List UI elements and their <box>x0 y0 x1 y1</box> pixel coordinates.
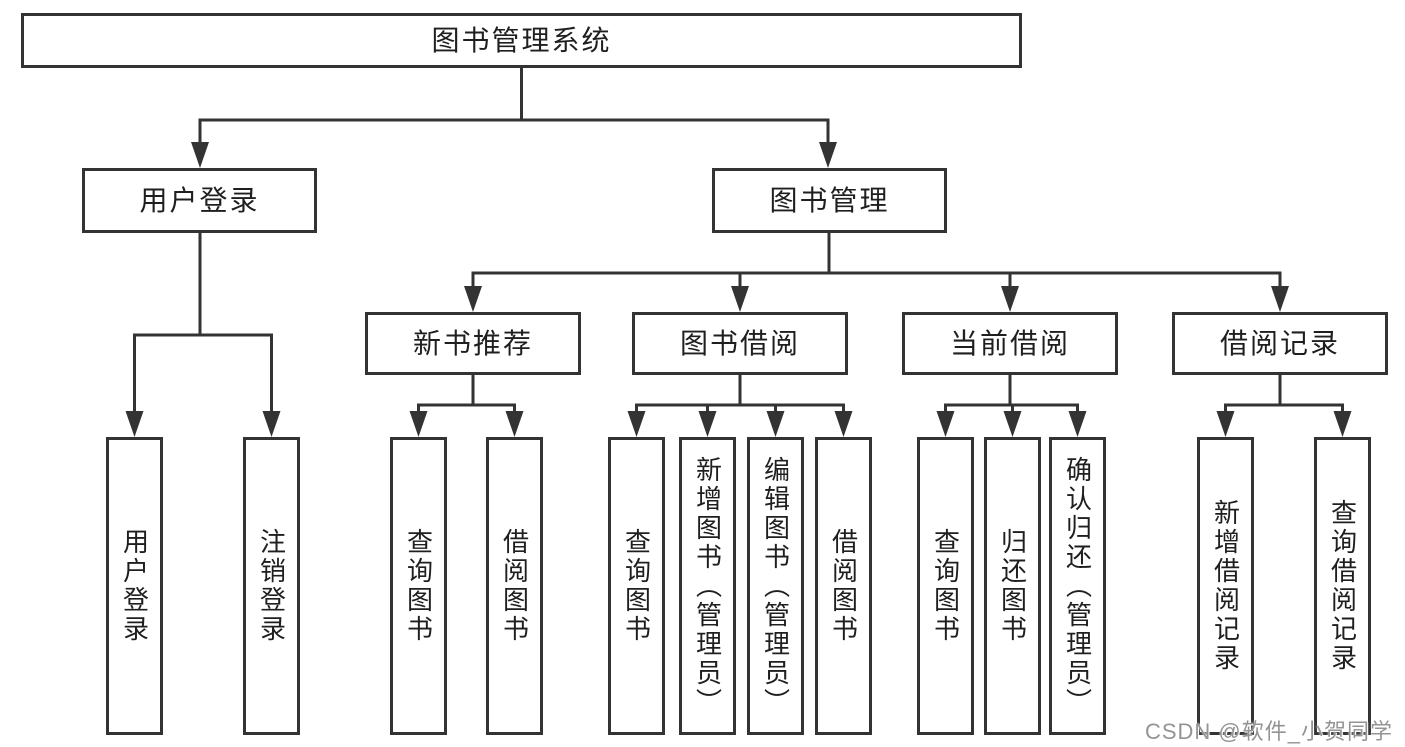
leaf-add-borrow-record: 新增借阅记录 <box>1197 437 1254 735</box>
node-book-borrowing: 图书借阅 <box>632 312 848 375</box>
leaf-query-books-borrowing: 查询图书 <box>608 437 665 735</box>
leaf-confirm-return-admin: 确认归还（管理员） <box>1049 437 1106 735</box>
leaf-query-books-current: 查询图书 <box>917 437 974 735</box>
leaf-return-books: 归还图书 <box>984 437 1041 735</box>
leaf-borrow-books-recommend: 借阅图书 <box>486 437 543 735</box>
leaf-borrow-books-borrowing: 借阅图书 <box>815 437 872 735</box>
leaf-logout: 注销登录 <box>243 437 300 735</box>
leaf-add-books-admin: 新增图书（管理员） <box>679 437 736 735</box>
leaf-user-login: 用户登录 <box>106 437 163 735</box>
arrowheads <box>125 142 1352 437</box>
node-new-book-recommendation: 新书推荐 <box>365 312 581 375</box>
node-book-management: 图书管理 <box>712 168 947 233</box>
leaf-query-books-recommend: 查询图书 <box>390 437 447 735</box>
leaf-query-borrow-record: 查询借阅记录 <box>1314 437 1371 735</box>
node-current-borrowing: 当前借阅 <box>902 312 1118 375</box>
csdn-watermark: CSDN @软件_小贺同学 <box>1144 719 1393 744</box>
node-user-login: 用户登录 <box>82 168 317 233</box>
node-borrowing-records: 借阅记录 <box>1172 312 1388 375</box>
leaf-edit-books-admin: 编辑图书（管理员） <box>747 437 804 735</box>
node-library-management-system: 图书管理系统 <box>21 13 1022 68</box>
